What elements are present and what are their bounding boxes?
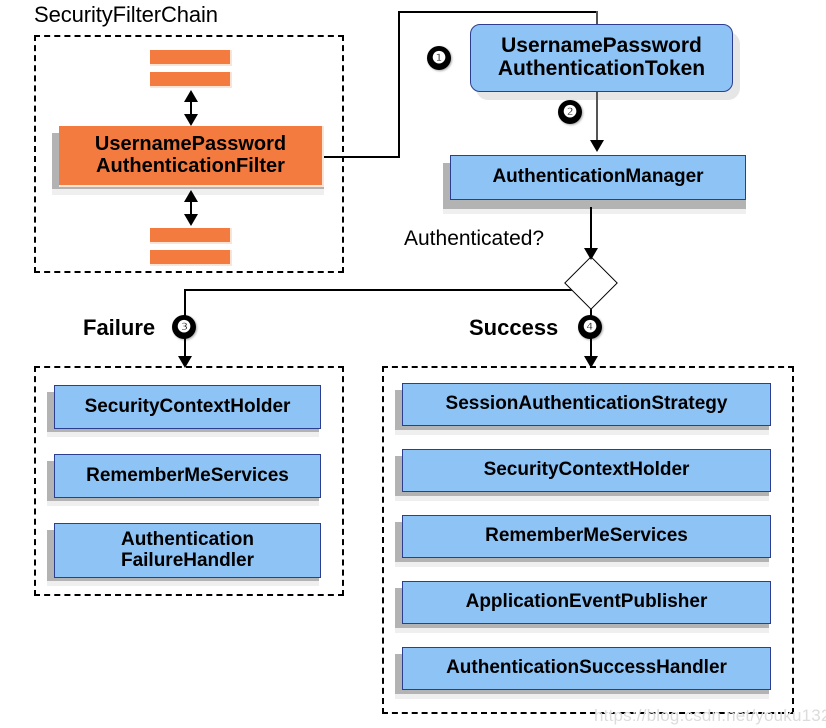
manager-to-decision-arrow [584,248,598,260]
success-branch-arrow [584,356,598,368]
failure-branch-arrow [178,356,192,368]
filter-connector-bottom-arrow-up [184,190,198,202]
failure-node-remember-me-services[interactable]: RememberMeServices [54,454,321,498]
success-node-3-label: RememberMeServices [485,525,688,547]
failure-branch-vertical-lower [184,333,186,361]
failure-branch-vertical-upper [184,289,186,319]
step-4-bullet: ❹ [578,315,602,339]
decision-to-failure-horizontal [184,289,574,291]
token-node-line-1: UsernamePassword [501,34,702,58]
success-branch-vertical-lower [590,333,592,361]
manager-node-label: AuthenticationManager [492,166,704,188]
success-node-2-label: SecurityContextHolder [483,459,690,481]
success-node-5-label: AuthenticationSuccessHandler [446,657,727,679]
failure-node-1-label: SecurityContextHolder [84,395,291,417]
manager-to-decision-line [590,207,592,251]
step-1-bullet: ❶ [427,46,451,70]
filter-node-line-1: UsernamePassword [94,132,287,155]
failure-node-3-line-2: FailureHandler [120,549,255,571]
failure-node-2-label: RememberMeServices [86,464,289,486]
username-password-authentication-token-node[interactable]: UsernamePassword AuthenticationToken [470,24,733,92]
token-node-line-2: AuthenticationToken [497,57,706,80]
filter-bar-bottom-1 [150,228,232,244]
filter-to-token-segment-top [398,11,598,13]
success-node-1-label: SessionAuthenticationStrategy [445,393,728,415]
success-branch-label: Success [469,315,559,340]
failure-node-3-line-1: Authentication [121,528,254,550]
filter-connector-top-arrow-up [184,90,198,102]
failure-node-security-context-holder[interactable]: SecurityContextHolder [54,385,321,429]
filter-to-token-segment-right [324,156,400,158]
filter-node-line-2: AuthenticationFilter [96,154,285,177]
security-filter-chain-title: SecurityFilterChain [34,2,218,27]
success-node-security-context-holder[interactable]: SecurityContextHolder [402,449,771,492]
filter-bar-bottom-2 [150,250,232,266]
token-to-manager-arrow [590,140,604,152]
filter-connector-top-arrow-down [184,114,198,126]
success-node-application-event-publisher[interactable]: ApplicationEventPublisher [402,581,771,624]
filter-to-token-segment-up [398,11,400,158]
success-node-4-label: ApplicationEventPublisher [465,591,708,613]
security-filter-chain-group [34,35,344,273]
watermark-text: https://blog.csdn.net/youku1327 [594,706,826,725]
success-branch-vertical-upper [590,302,592,320]
filter-bar-top-2 [150,72,232,88]
success-node-authentication-success-handler[interactable]: AuthenticationSuccessHandler [402,647,771,690]
authentication-manager-node[interactable]: AuthenticationManager [450,155,746,200]
filter-connector-top-line [190,94,192,122]
failure-branch-label: Failure [83,315,156,340]
filter-bar-top-1 [150,50,232,66]
authenticated-question-label: Authenticated? [404,227,545,250]
step-3-bullet: ❸ [172,315,196,339]
step-2-bullet: ❷ [558,100,582,124]
filter-connector-bottom-arrow-down [184,214,198,226]
username-password-authentication-filter-node[interactable]: UsernamePassword AuthenticationFilter [59,126,324,187]
filter-connector-bottom-line [190,194,192,222]
success-node-session-authentication-strategy[interactable]: SessionAuthenticationStrategy [402,383,771,426]
success-node-remember-me-services[interactable]: RememberMeServices [402,515,771,558]
failure-node-authentication-failure-handler[interactable]: Authentication FailureHandler [54,523,321,578]
authenticated-decision-diamond [564,256,618,310]
